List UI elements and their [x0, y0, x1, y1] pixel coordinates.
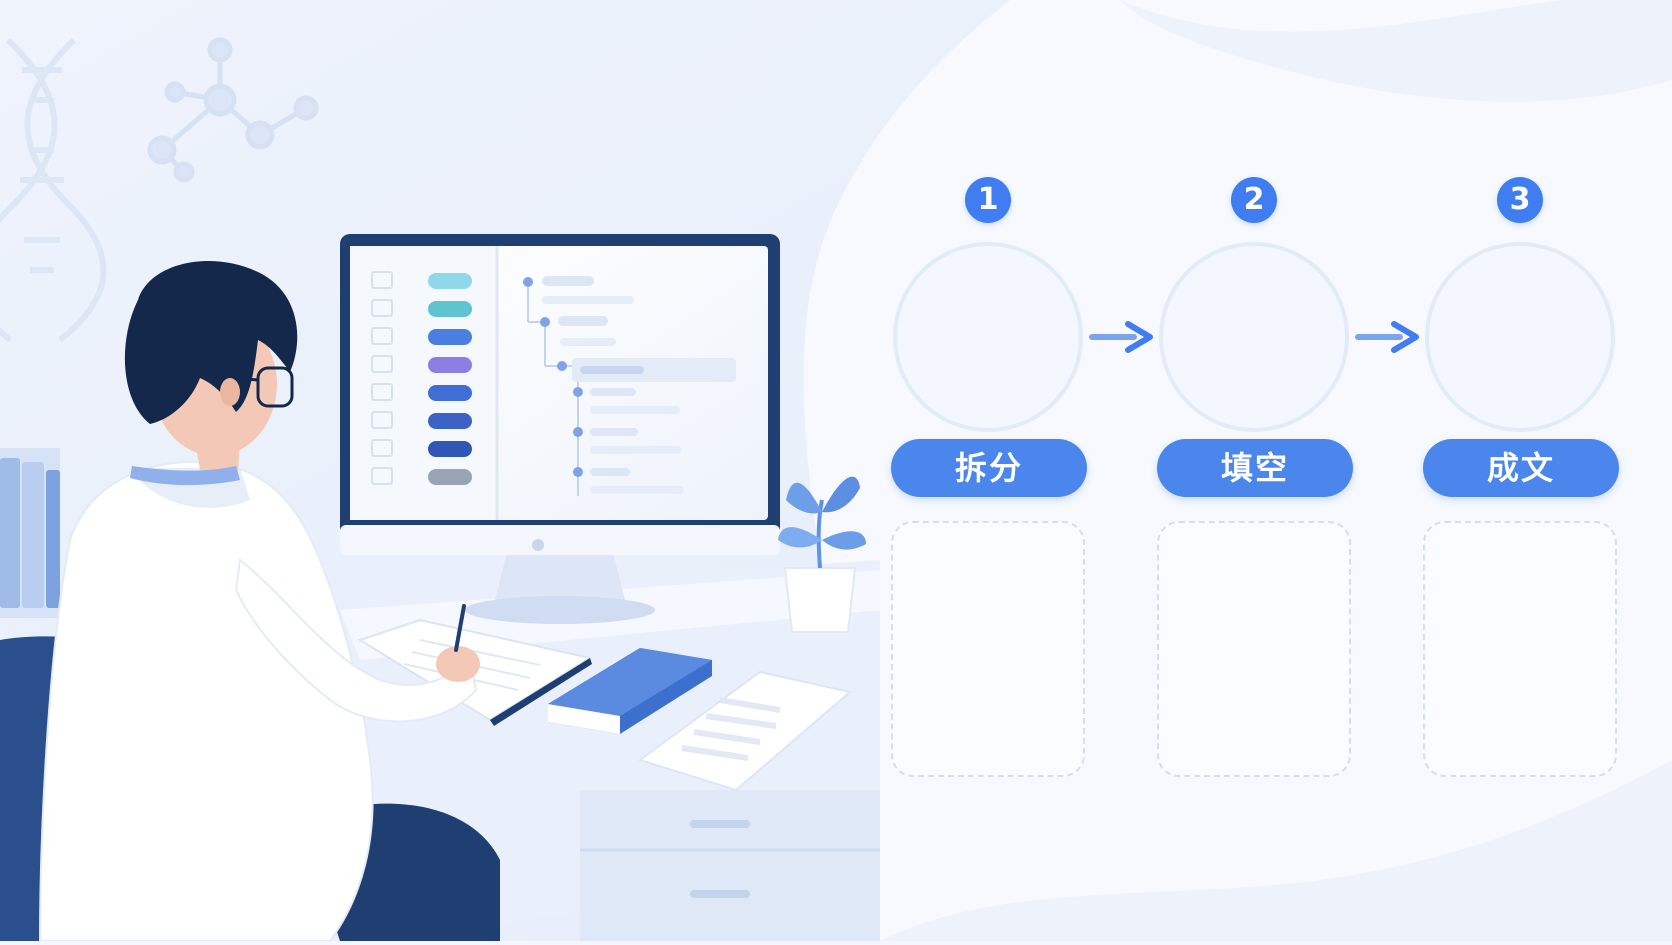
step-1-number-badge: 1: [965, 177, 1011, 223]
molecule-decoration: [147, 37, 319, 183]
arrow-2-to-3: [1355, 321, 1419, 353]
step-2-card: [1157, 521, 1351, 777]
tag-6: [428, 413, 472, 429]
tag-3: [428, 329, 472, 345]
step-1-card: [891, 521, 1085, 777]
arrow-1-to-2: [1089, 321, 1153, 353]
tag-1: [428, 273, 472, 289]
step-2-label-pill: 填空: [1157, 439, 1353, 497]
step-1-icon-ring: [893, 242, 1083, 432]
step-3-card: [1423, 521, 1617, 777]
tag-4: [428, 357, 472, 373]
tag-8: [428, 469, 472, 485]
step-2-icon-ring: [1159, 242, 1349, 432]
monitor-outline-tree: [523, 276, 736, 496]
bottom-right-wave: [880, 760, 1672, 941]
step-2-number-badge: 2: [1231, 177, 1277, 223]
step-1-label-pill: 拆分: [891, 439, 1087, 497]
desk-paper: [637, 670, 853, 792]
monitor-file-list: [371, 271, 472, 485]
shelf: [0, 448, 60, 618]
right-panel-soft-wave: [1120, 0, 1672, 102]
tag-2: [428, 301, 472, 317]
step-3-icon-ring: [1425, 242, 1615, 432]
tag-7: [428, 441, 472, 457]
step-3-label-pill: 成文: [1423, 439, 1619, 497]
step-3-number-badge: 3: [1497, 177, 1543, 223]
tag-5: [428, 385, 472, 401]
blue-book: [548, 648, 712, 734]
potted-plant: [778, 476, 866, 633]
person: [38, 261, 500, 941]
dna-decoration: [0, 37, 107, 343]
